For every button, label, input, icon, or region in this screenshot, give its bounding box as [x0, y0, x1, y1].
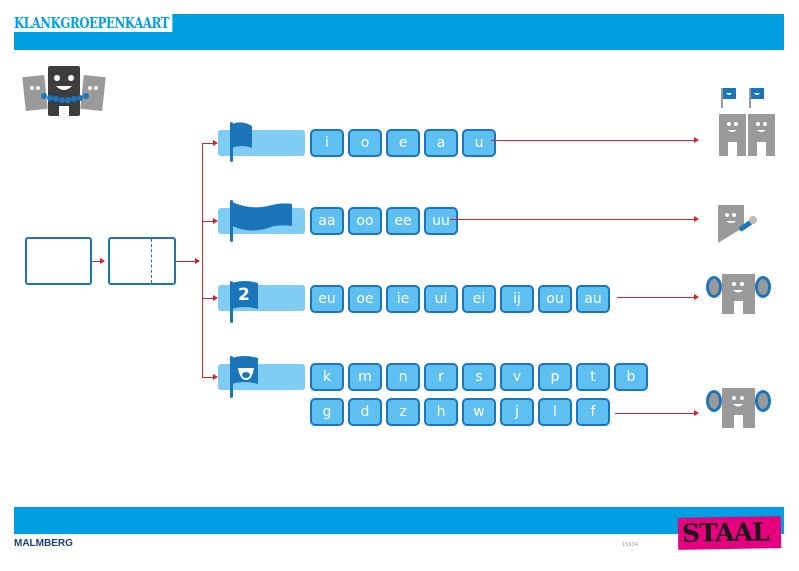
branch-line [202, 377, 215, 378]
character-with-pen-icon [718, 205, 757, 243]
branch-line [202, 143, 215, 144]
sound-key[interactable]: h [424, 398, 458, 426]
result-arrow [491, 140, 695, 141]
branch-line [202, 298, 215, 299]
sound-key[interactable]: a [424, 129, 458, 157]
sound-key[interactable]: au [576, 285, 610, 313]
arrowhead [213, 374, 218, 380]
arrowhead [213, 140, 218, 146]
split-line [151, 239, 152, 283]
page-title: KLANKGROEPENKAART [14, 14, 173, 32]
result-arrow [615, 413, 695, 414]
product-code: 15934 [622, 542, 638, 548]
sound-key[interactable]: f [576, 398, 610, 426]
sound-key[interactable]: oo [348, 207, 382, 235]
sound-key[interactable]: v [500, 363, 534, 391]
split-card-icon [108, 237, 176, 285]
long-vowel-flag-icon [230, 200, 292, 242]
staal-logo-text: STAAL [681, 517, 769, 548]
sound-key[interactable]: z [386, 398, 420, 426]
arrowhead [195, 258, 200, 264]
sound-key[interactable]: ui [424, 285, 458, 313]
sound-key[interactable]: m [348, 363, 382, 391]
sound-key[interactable]: e [386, 129, 420, 157]
character-with-ears-icon [706, 388, 771, 428]
sound-key[interactable]: ou [538, 285, 572, 313]
branch-line [202, 221, 215, 222]
arrowhead [100, 258, 105, 264]
result-arrow [617, 297, 695, 298]
publisher-name: MALMBERG [14, 538, 73, 549]
connector-arrow [92, 261, 101, 262]
sound-key[interactable]: t [576, 363, 610, 391]
character-with-ears-icon [706, 274, 771, 314]
word-card-icon [25, 237, 92, 285]
sound-key[interactable]: g [310, 398, 344, 426]
key-row: k m n r s v p t b [310, 363, 648, 391]
short-vowel-flag-icon [230, 122, 252, 162]
sound-key[interactable]: k [310, 363, 344, 391]
key-row: g d z h w j l f [310, 398, 610, 426]
mascot-group-icon [22, 66, 106, 116]
sound-key[interactable]: ie [386, 285, 420, 313]
two-letter-flag-2-icon [230, 281, 258, 323]
key-row: i o e a u [310, 129, 496, 157]
sound-key[interactable]: ee [386, 207, 420, 235]
sound-key[interactable]: oe [348, 285, 382, 313]
footer-bar [14, 507, 784, 534]
arrowhead [694, 410, 699, 416]
key-row: aa oo ee uu [310, 207, 458, 235]
flag-number: 2 [238, 285, 250, 305]
result-arrow [450, 219, 695, 220]
sound-key[interactable]: d [348, 398, 382, 426]
arrowhead [694, 294, 699, 300]
arrowhead [694, 216, 699, 222]
sound-key[interactable]: j [500, 398, 534, 426]
consonant-mouth-flag-icon [230, 356, 258, 398]
sound-key[interactable]: ij [500, 285, 534, 313]
sound-key[interactable]: n [386, 363, 420, 391]
bracket-line [202, 143, 203, 378]
sound-key[interactable]: ei [462, 285, 496, 313]
key-row: eu oe ie ui ei ij ou au [310, 285, 610, 313]
sound-key[interactable]: aa [310, 207, 344, 235]
connector-arrow [176, 261, 196, 262]
publisher-logo: MALMBERG [14, 538, 73, 549]
sound-key[interactable]: u [462, 129, 496, 157]
sound-key[interactable]: i [310, 129, 344, 157]
sound-key[interactable]: b [614, 363, 648, 391]
sound-key[interactable]: w [462, 398, 496, 426]
sound-key[interactable]: o [348, 129, 382, 157]
sound-key[interactable]: l [538, 398, 572, 426]
staal-logo: STAAL [677, 516, 782, 550]
arrowhead [213, 295, 218, 301]
two-characters-with-flags-icon [719, 88, 775, 156]
arrowhead [213, 218, 218, 224]
sound-key[interactable]: r [424, 363, 458, 391]
sound-key[interactable]: eu [310, 285, 344, 313]
sound-key[interactable]: s [462, 363, 496, 391]
sound-key[interactable]: p [538, 363, 572, 391]
sound-key[interactable]: uu [424, 207, 458, 235]
arrowhead [694, 137, 699, 143]
